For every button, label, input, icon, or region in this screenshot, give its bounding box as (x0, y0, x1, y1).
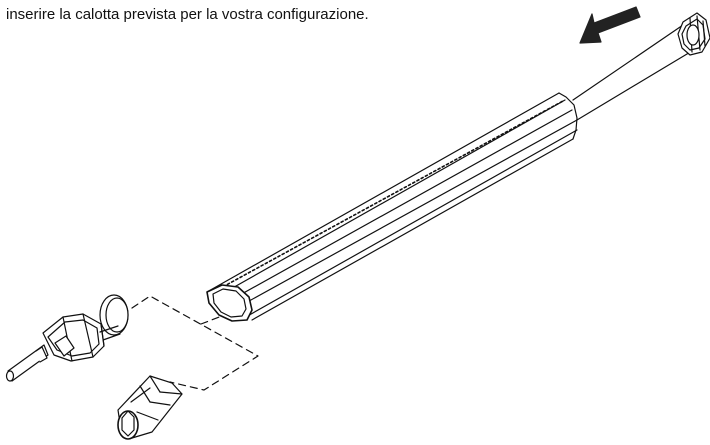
end-cap-socket (117, 375, 183, 440)
assembly-guide-lines (131, 295, 259, 391)
motor-tube (572, 24, 698, 121)
tubular-motor-head (677, 12, 710, 56)
instruction-text: inserire la calotta prevista per la vost… (6, 6, 369, 23)
winding-tube (206, 92, 578, 322)
insertion-arrow (579, 6, 641, 44)
end-cap-axle (5, 294, 129, 382)
